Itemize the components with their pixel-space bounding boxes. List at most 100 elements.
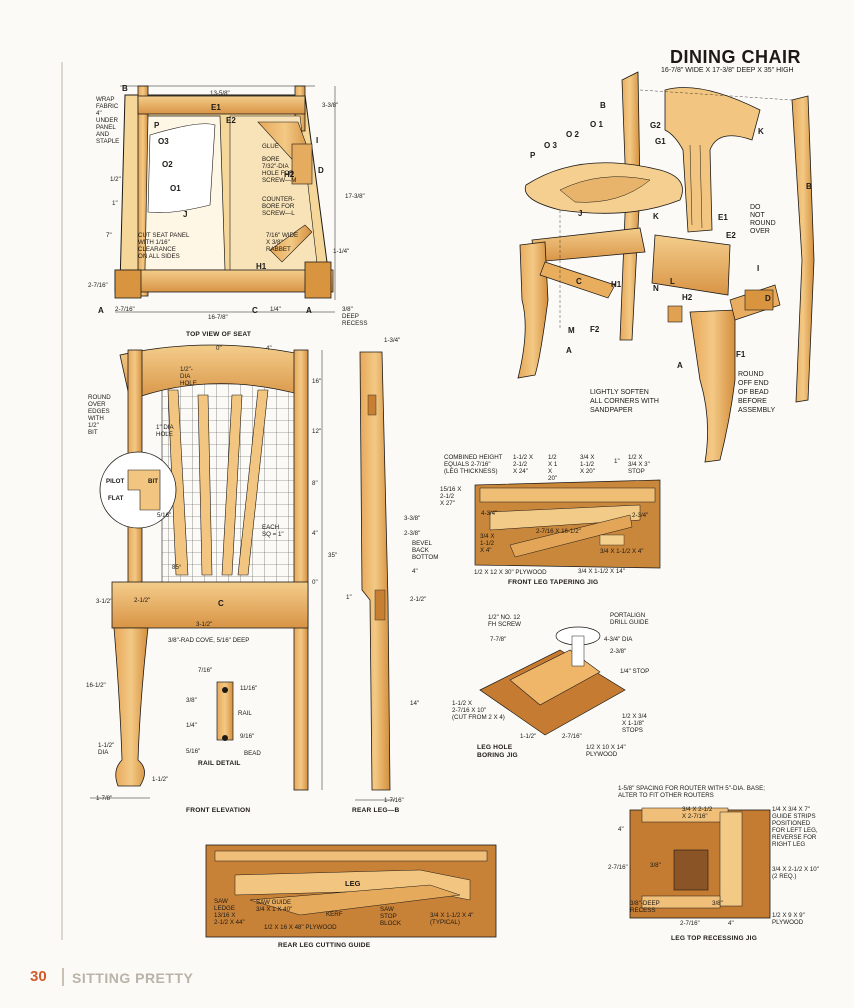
leg-top-jig-drawing	[629, 807, 771, 919]
jig-note: 1/4" STOP	[620, 668, 650, 675]
note-cut-panel: CUT SEAT PANEL WITH 1/16" CLEARANCE ON A…	[138, 232, 190, 260]
jig-note: 3/4 X 1-1/2 X 14"	[578, 568, 625, 575]
dim: 1"	[112, 200, 118, 207]
part-label: D	[318, 166, 324, 175]
jig-note: 3/4 X 1-1/2 X 4"	[480, 533, 495, 554]
part-label: H1	[611, 280, 622, 289]
note-half-hole: 1/2"- DIA HOLE	[180, 366, 197, 387]
dim: 16-1/2"	[86, 682, 106, 689]
jig-note: 1/2" NO. 12 FH SCREW	[488, 614, 521, 628]
dim: 4"	[312, 530, 318, 537]
caption-rear-guide: REAR LEG CUTTING GUIDE	[278, 942, 371, 949]
dim: 3/8"	[186, 697, 197, 704]
jig-note: 3/4 X 2-1/2 X 2-7/16"	[682, 806, 713, 820]
guide-leg-label: LEG	[345, 879, 361, 888]
dim: 0"	[312, 579, 318, 586]
rail-detail-drawing	[216, 681, 234, 741]
guide-note: SAW GUIDE 3/4 X 1 X 40"	[256, 899, 293, 913]
part-label: J	[183, 210, 188, 219]
dim: 1/4"	[186, 722, 197, 729]
part-label: J	[578, 209, 583, 218]
part-label: K	[758, 127, 764, 136]
exploded-chair	[517, 71, 815, 463]
note-round-bead: ROUND OFF END OF BEAD BEFORE ASSEMBLY	[738, 371, 776, 414]
part-label: A	[98, 306, 104, 315]
top-view-seat	[114, 85, 336, 313]
note-glue: GLUE	[262, 143, 279, 150]
part-label: N	[653, 284, 659, 293]
note-bevel: BEVEL BACK BOTTOM	[412, 540, 439, 561]
dim: 17-3/8"	[345, 193, 365, 200]
part-label: D	[765, 294, 771, 303]
caption-rail-detail: RAIL DETAIL	[198, 760, 241, 767]
dim: 14"	[410, 700, 420, 707]
rear-leg-drawing	[355, 351, 395, 801]
jig-note: 2-7/16"	[608, 864, 628, 871]
bead-label: BEAD	[244, 750, 261, 757]
part-label: B	[806, 182, 812, 191]
dim: 16"	[312, 378, 322, 385]
front-elevation	[90, 344, 323, 799]
dim: 1/2"	[110, 176, 121, 183]
note-soften-corners: LIGHTLY SOFTEN ALL CORNERS WITH SANDPAPE…	[590, 389, 659, 414]
jig-note: 1/2 X 1 X 20"	[548, 454, 558, 482]
part-label: A	[306, 306, 312, 315]
jig-note: 2-3/4"	[632, 512, 649, 519]
jig-note: 2-7/16"	[680, 920, 700, 927]
dim: 9/16"	[240, 733, 255, 740]
dim: 2-1/2"	[134, 597, 151, 604]
part-label: H2	[682, 293, 693, 302]
dim: 3-3/8"	[322, 102, 339, 109]
part-label: O 2	[566, 130, 579, 139]
part-label: P	[154, 121, 160, 130]
jig-note: 1-1/2 X 2-7/16 X 10" (CUT FROM 2 X 4)	[452, 700, 505, 721]
part-label: A	[566, 346, 572, 355]
part-label: K	[653, 212, 659, 221]
note-do-not-round: DO NOT ROUND OVER	[750, 204, 776, 235]
jig-note: 7-7/8"	[490, 636, 507, 643]
guide-note: SAW STOP BLOCK	[380, 906, 401, 927]
jig-note: 3/4 X 1-1/2 X 4"	[600, 548, 644, 555]
dim: 1-3/4"	[384, 337, 401, 344]
part-label: H2	[284, 170, 295, 179]
part-label: E2	[226, 116, 236, 125]
jig-note: 3/4 X 2-1/2 X 10" (2 REQ.)	[772, 866, 819, 880]
footer-divider	[62, 968, 64, 986]
leg-hole-jig-drawing	[479, 626, 626, 736]
part-label: O3	[158, 137, 169, 146]
jig-note: 2-3/8"	[610, 648, 627, 655]
part-label: O1	[170, 184, 181, 193]
dim: 2-3/8"	[404, 530, 421, 537]
dim: 5/16"	[186, 748, 201, 755]
dim: 1-1/4"	[333, 248, 350, 255]
dim: 1"	[346, 594, 352, 601]
part-label: C	[576, 277, 582, 286]
part-label: M	[568, 326, 575, 335]
dim: 2-7/16"	[88, 282, 108, 289]
jig-note: 2-7/16"	[562, 733, 582, 740]
dim: 1/4"	[270, 306, 281, 313]
part-label: F2	[590, 325, 600, 334]
dim: 1-7/8"	[96, 795, 113, 802]
guide-note: KERF	[326, 911, 343, 918]
jig-note: 4-3/4"	[481, 510, 498, 517]
dim: 3-3/8"	[404, 515, 421, 522]
caption-front-leg-jig: FRONT LEG TAPERING JIG	[508, 579, 599, 586]
rear-leg-guide-drawing	[205, 844, 497, 938]
dim: 8"	[312, 480, 318, 487]
jig-note: PORTALIGN DRILL GUIDE	[610, 612, 649, 626]
guide-note: 1/2 X 16 X 48" PLYWOOD	[264, 924, 337, 931]
guide-note: 3/4 X 1-1/2 X 4" (TYPICAL)	[430, 912, 474, 926]
part-label: E2	[726, 231, 736, 240]
dim: 1-1/2" DIA	[98, 742, 115, 756]
note-bore: BORE 7/32"-DIA HOLE FOR SCREW—M	[262, 156, 297, 184]
part-label: B	[122, 84, 128, 93]
dim: 85°	[172, 564, 182, 571]
jig-note: 1"	[614, 458, 620, 465]
caption-rear-leg: REAR LEG—B	[352, 807, 400, 814]
jig-note: 1/2 X 3/4 X 3" STOP	[628, 454, 650, 475]
jig-note: 3/8"	[650, 862, 661, 869]
caption-hole-jig: LEG HOLE BORING JIG	[477, 744, 518, 759]
dim: 16-7/8"	[208, 314, 228, 321]
